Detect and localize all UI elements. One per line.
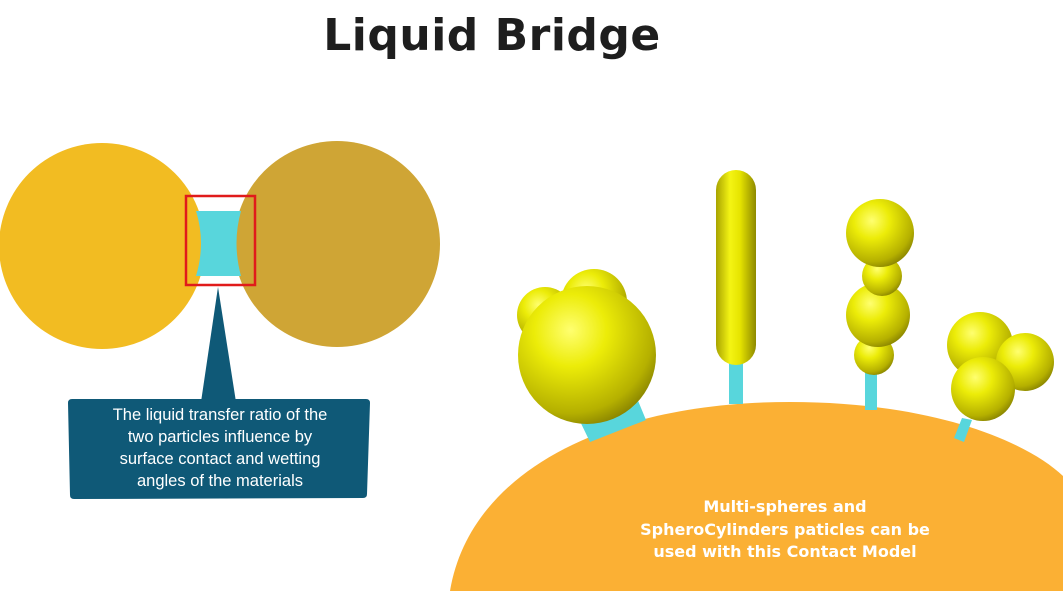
note-line: used with this Contact Model bbox=[653, 542, 917, 561]
callout-line: two particles influence by bbox=[127, 428, 313, 446]
multisphere-bridge-3 bbox=[954, 418, 972, 442]
multisphere-particle-2 bbox=[846, 199, 914, 375]
spherocylinder-bridge bbox=[729, 362, 743, 404]
note-line: SpheroCylinders paticles can be bbox=[640, 519, 930, 539]
callout-line: angles of the materials bbox=[136, 472, 303, 490]
ground-dome bbox=[450, 402, 1063, 591]
callout-line: surface contact and wetting bbox=[119, 450, 321, 468]
multisphere-particle-3 bbox=[947, 312, 1054, 421]
spherocylinder-particle bbox=[716, 170, 756, 365]
callout-box bbox=[68, 399, 370, 499]
right-particle bbox=[234, 141, 440, 347]
left-particle bbox=[0, 143, 205, 349]
highlight-box bbox=[184, 194, 257, 287]
note-line: Multi-spheres and bbox=[703, 497, 867, 516]
multisphere-bridge-2 bbox=[865, 372, 877, 410]
liquid-bridge bbox=[196, 211, 241, 276]
page-title: Liquid Bridge bbox=[323, 10, 661, 61]
callout-line: The liquid transfer ratio of the bbox=[112, 406, 328, 424]
callout-pointer bbox=[201, 287, 236, 402]
multisphere-particle-1 bbox=[517, 269, 656, 424]
callout-text: The liquid transfer ratio of the two par… bbox=[70, 404, 370, 492]
ground-note: Multi-spheres and SpheroCylinders paticl… bbox=[600, 496, 970, 564]
